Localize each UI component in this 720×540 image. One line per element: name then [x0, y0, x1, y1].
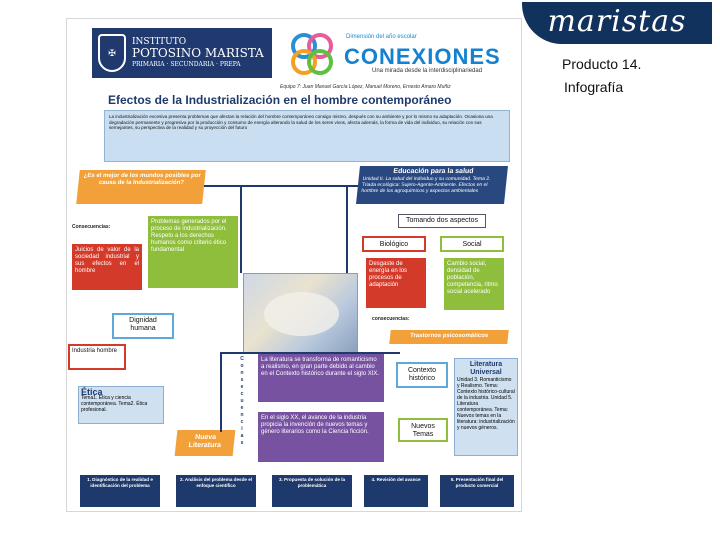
social-box: Social [440, 236, 504, 252]
logo-line-2: POTOSINO MARISTA [132, 45, 264, 60]
connector-line [220, 352, 222, 432]
step-3: 3. Propuesta de solución de la problemát… [272, 475, 352, 507]
product-label: Producto 14. [562, 56, 642, 72]
psychosomatic-box: Trastornos psicosomáticos [389, 330, 509, 344]
step-1: 1. Diagnóstico de la realidad e identifi… [80, 475, 160, 507]
new-themes-box: Nuevos Temas [398, 418, 448, 442]
consequences-label-2: consecuencias: [372, 316, 410, 322]
dignity-box: Dignidad humana [112, 313, 174, 339]
literature-text: Unidad 3. Romanticismo y Realismo. Tema:… [457, 377, 515, 431]
conexiones-kicker: Dimensión del año escolar [346, 34, 417, 40]
intro-paragraph: La industrialización excesiva presenta p… [104, 110, 510, 162]
problems-box: Problemas generados por el proceso de in… [148, 216, 238, 288]
conexiones-knot-icon [291, 33, 333, 75]
health-title: Educación para la salud [392, 168, 474, 175]
team-credits: Equipo 7: Juan Manuel García López, Manu… [280, 84, 451, 90]
energy-box: Desgaste de energía en los procesos de a… [366, 258, 426, 308]
logo-line-1: INSTITUTO [132, 36, 187, 47]
seal-icon: ✠ [98, 34, 126, 72]
step-2: 2. Análisis del problema desde el enfoqu… [176, 475, 256, 507]
conexiones-title: CONEXIONES [344, 44, 501, 69]
connector-line [220, 352, 400, 354]
connector-line [204, 185, 360, 187]
new-literature-box: Nueva Literatura [174, 430, 236, 456]
consequences-label: Consecuencias: [72, 224, 111, 230]
ethics-title: Ética [81, 387, 103, 397]
school-logo: ✠ INSTITUTO POTOSINO MARISTA PRIMARIA · … [92, 28, 272, 78]
value-judgments-box: Juicios de valor de la sociedad industri… [72, 244, 142, 290]
maristas-logo: maristas [522, 2, 712, 44]
logo-line-3: PRIMARIA · SECUNDARIA · PREPA [132, 60, 241, 68]
infographic-label: Infografía [564, 79, 624, 95]
industry-man-box: Industria hombre [68, 344, 126, 370]
conexiones-subtitle: Una mirada desde la interdisciplinarieda… [372, 68, 483, 74]
factory-workers-photo [243, 273, 358, 353]
literature-title: Literatura Universal [469, 361, 503, 376]
twentieth-century-box: En el siglo XX, el avance de la industri… [258, 412, 384, 462]
ethics-text: Tema1. Ética y ciencia contemporánea. Te… [81, 395, 148, 413]
question-box: ¿Es el mejor de los mundos posibles por … [76, 170, 206, 204]
literature-transform-box: La literatura se transforma de romantici… [258, 354, 384, 402]
historical-context-box: Contexto histórico [396, 362, 448, 388]
health-text: Unidad II. La salud del individuo y su c… [361, 176, 491, 194]
infographic-title: Efectos de la Industrialización en el ho… [108, 93, 452, 107]
step-4: 4. Revisión del avance [364, 475, 428, 507]
connector-line [240, 185, 242, 273]
two-aspects-box: Tomando dos aspectos [398, 214, 486, 228]
biological-box: Biológico [362, 236, 426, 252]
step-5: 5. Presentación final del producto comer… [440, 475, 514, 507]
social-change-box: Cambio social, densidad de población, co… [444, 258, 504, 310]
connector-line [346, 185, 348, 273]
vertical-consequences: Consecuencias [239, 356, 245, 447]
